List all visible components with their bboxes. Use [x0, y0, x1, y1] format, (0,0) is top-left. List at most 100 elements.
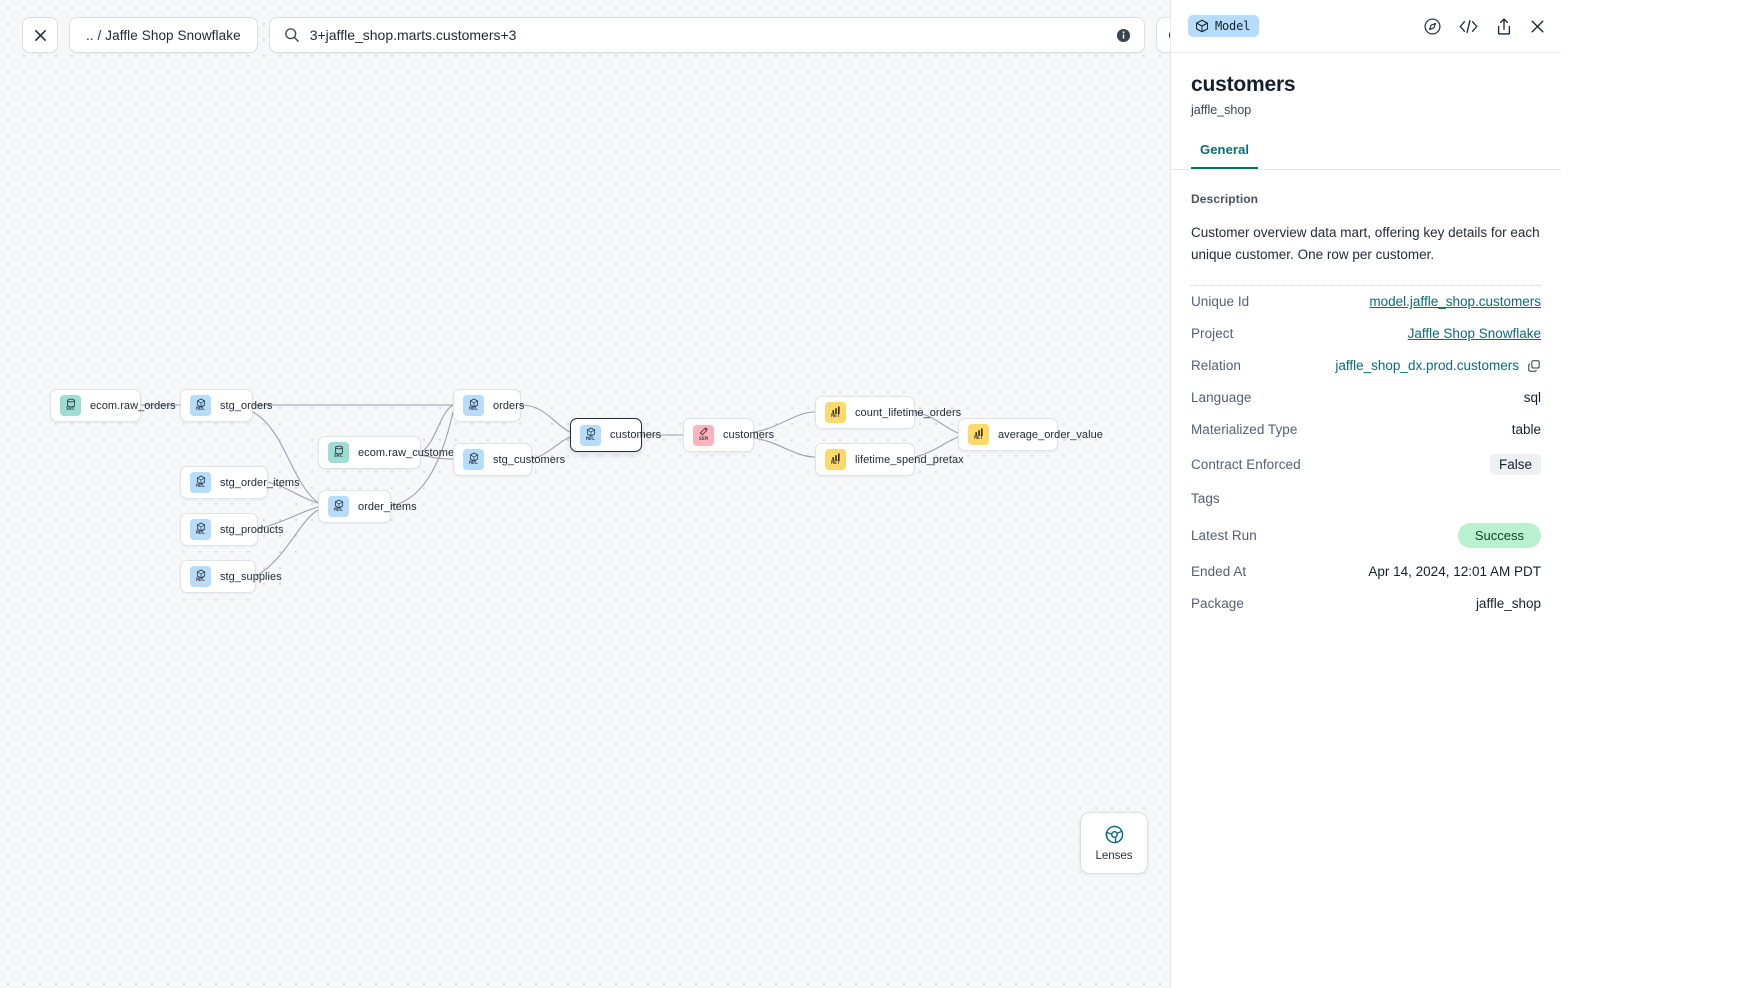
metadata-key: Contract Enforced: [1191, 456, 1301, 472]
metadata-value: sql: [1524, 390, 1541, 405]
src-badge-icon: SRC: [60, 395, 81, 416]
value-text: model.jaffle_shop.customers: [1369, 294, 1541, 310]
mdl-badge-icon: MDL: [328, 496, 349, 517]
close-panel-icon[interactable]: [1529, 18, 1546, 35]
close-lineage-button[interactable]: [22, 17, 58, 53]
metadata-value: table: [1512, 422, 1541, 437]
lenses-label: Lenses: [1095, 850, 1133, 862]
metadata-key: Unique Id: [1191, 294, 1250, 310]
mdl-badge-icon: MDL: [190, 566, 211, 587]
graph-node-label: ecom.raw_customers: [358, 446, 464, 459]
metadata-key: Materialized Type: [1191, 422, 1298, 438]
value-text: jaffle_shop_dx.prod.customers: [1335, 358, 1519, 374]
canvas-toolbar: .. / Jaffle Shop Snowflake: [22, 17, 1170, 53]
lenses-icon: [1105, 825, 1123, 844]
mdl-badge-icon: MDL: [463, 449, 484, 470]
graph-node-label: order_items: [358, 500, 417, 513]
metadata-row: Ended At Apr 14, 2024, 12:01 AM PDT: [1191, 556, 1541, 588]
metadata-key: Ended At: [1191, 564, 1247, 580]
metadata-row: Contract Enforced False: [1191, 446, 1541, 483]
graph-node-label: average_order_value: [998, 428, 1103, 441]
panel-title-block: customers jaffle_shop: [1171, 53, 1561, 117]
sem-badge-icon: SEM: [693, 424, 714, 446]
metadata-key: Tags: [1191, 491, 1220, 507]
metadata-value: jaffle_shop: [1476, 596, 1541, 611]
lenses-button[interactable]: Lenses: [1080, 812, 1148, 874]
value-text: sql: [1523, 390, 1541, 406]
metadata-value: False: [1489, 453, 1541, 475]
info-icon[interactable]: [1116, 28, 1131, 43]
met-badge-icon: MET: [825, 449, 846, 470]
search-icon: [284, 27, 300, 43]
resource-type-chip[interactable]: Model: [1188, 15, 1260, 37]
description-text: Customer overview data mart, offering ke…: [1191, 225, 1540, 263]
met-badge-icon: MET: [825, 402, 846, 423]
metadata-value[interactable]: jaffle_shop_dx.prod.customers: [1335, 358, 1541, 373]
metadata-row: Tags: [1191, 483, 1541, 515]
copy-icon[interactable]: [1527, 359, 1541, 373]
status-badge: Success: [1457, 522, 1541, 548]
graph-node-label: stg_customers: [493, 453, 566, 466]
breadcrumb[interactable]: .. / Jaffle Shop Snowflake: [69, 17, 258, 53]
refresh-button[interactable]: [1155, 17, 1170, 53]
graph-node-label: customers: [610, 429, 662, 441]
metadata-value: Apr 14, 2024, 12:01 AM PDT: [1368, 564, 1541, 579]
value-text: Apr 14, 2024, 12:01 AM PDT: [1368, 564, 1541, 580]
divider: [1191, 284, 1541, 286]
graph-node-ecom_raw_customers[interactable]: SRC ecom.raw_customers: [318, 436, 463, 469]
metadata-key: Relation: [1191, 358, 1241, 374]
graph-node-label: customers: [723, 429, 775, 441]
graph-node-stg_customers[interactable]: MDL stg_customers: [453, 443, 565, 476]
metadata-value: Success: [1457, 522, 1541, 548]
share-icon[interactable]: [1495, 17, 1513, 36]
description-label: Description: [1191, 192, 1259, 206]
panel-header: Model: [1171, 0, 1561, 53]
graph-node-label: orders: [493, 399, 525, 412]
lineage-search-box[interactable]: [268, 17, 1145, 53]
compass-icon[interactable]: [1423, 17, 1442, 36]
metadata-row: Package jaffle_shop: [1191, 588, 1541, 620]
lineage-edges: [141, 404, 959, 577]
graph-node-customers_model[interactable]: MDL customers: [570, 418, 661, 452]
graph-node-count_lifetime_orders[interactable]: MET count_lifetime_orders: [815, 396, 961, 429]
value-chip: False: [1489, 453, 1541, 475]
value-text: jaffle_shop: [1475, 596, 1541, 612]
metadata-key: Package: [1191, 596, 1244, 612]
panel-body: Description Customer overview data mart,…: [1171, 170, 1561, 988]
code-icon[interactable]: [1458, 17, 1479, 36]
metadata-key: Language: [1191, 390, 1252, 406]
graph-node-order_items[interactable]: MDL order_items: [318, 490, 417, 523]
metadata-value[interactable]: Jaffle Shop Snowflake: [1408, 326, 1541, 341]
graph-node-label: stg_products: [220, 523, 284, 536]
tab-general[interactable]: General: [1191, 142, 1259, 169]
graph-node-label: ecom.raw_orders: [90, 399, 176, 412]
graph-node-label: stg_supplies: [220, 570, 282, 583]
page-title: customers: [1191, 73, 1296, 96]
graph-node-ecom_raw_orders[interactable]: SRC ecom.raw_orders: [50, 389, 176, 422]
panel-subtitle: jaffle_shop: [1191, 103, 1252, 117]
mdl-badge-icon: MDL: [580, 424, 601, 446]
metadata-row: Relation jaffle_shop_dx.prod.customers: [1191, 350, 1541, 382]
metadata-value[interactable]: model.jaffle_shop.customers: [1369, 294, 1541, 309]
lineage-canvas[interactable]: .. / Jaffle Shop Snowflake: [0, 0, 1170, 988]
refresh-icon: [1168, 31, 1170, 39]
mdl-badge-icon: MDL: [190, 472, 211, 493]
graph-node-stg_supplies[interactable]: MDL stg_supplies: [180, 560, 282, 593]
value-text: table: [1511, 422, 1541, 438]
resource-type-label: Model: [1215, 19, 1251, 33]
search-input[interactable]: [309, 27, 1106, 43]
graph-node-label: count_lifetime_orders: [855, 406, 962, 419]
graph-node-customers_semantic[interactable]: SEM customers: [683, 418, 774, 452]
details-panel: Model: [1170, 0, 1561, 988]
src-badge-icon: SRC: [328, 442, 349, 463]
